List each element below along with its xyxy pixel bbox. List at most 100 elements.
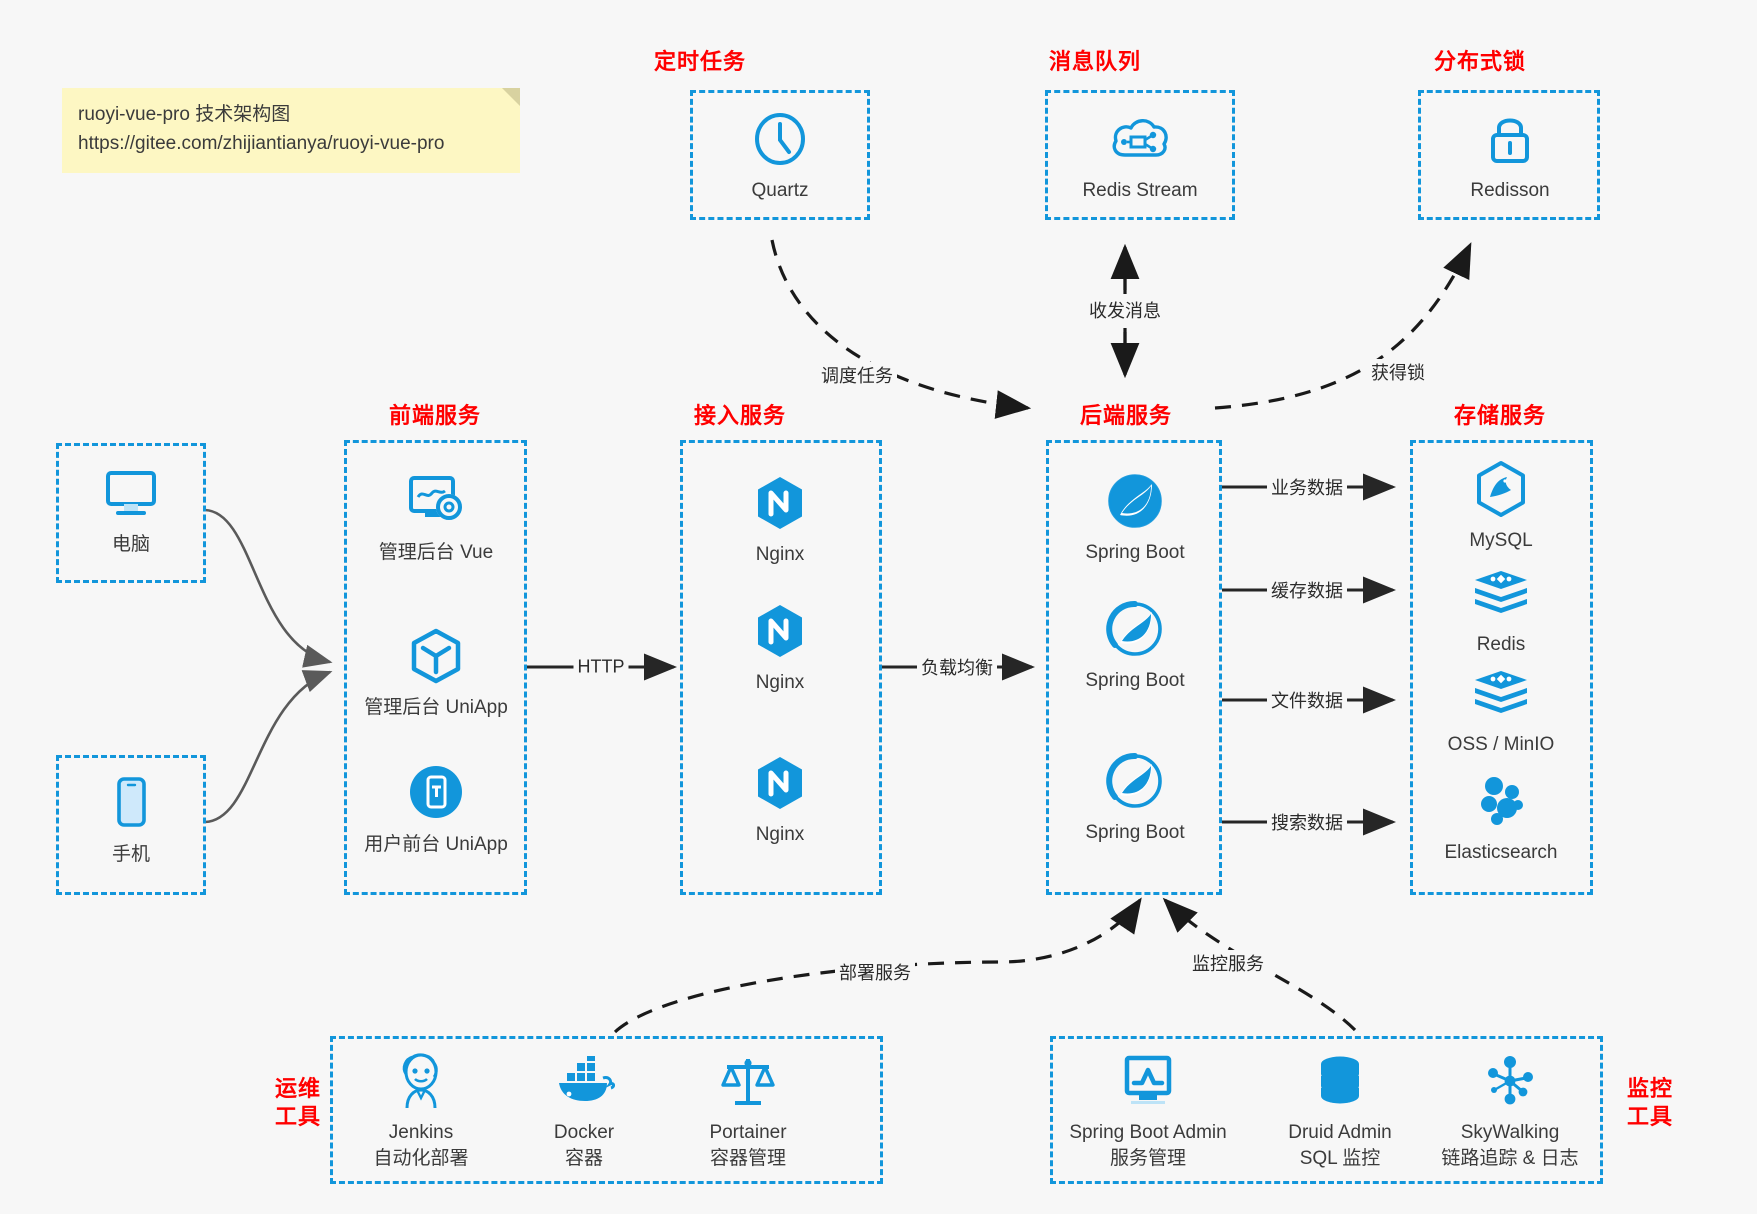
group-box-devops [330,1036,883,1184]
node-label: Redis [1476,634,1526,655]
node-label: Spring Boot [1085,670,1185,691]
group-box-storage [1410,440,1593,895]
edge-label-schedule-task: 调度任务 [817,362,897,388]
edge-label-http: HTTP [573,656,629,678]
nginx-icon [753,472,807,534]
group-title-frontend: 前端服务 [388,403,481,428]
diagram-note: ruoyi-vue-pro 技术架构图 https://gitee.com/zh… [62,88,520,173]
monitor-icon [102,462,160,524]
edge-label-cache-data: 缓存数据 [1267,577,1347,603]
node-label: Spring Boot [1085,822,1185,843]
monitor-chart-icon [1119,1050,1177,1112]
cube-icon [408,625,464,687]
portainer-icon [719,1050,777,1112]
edge-label-acquire-lock: 获得锁 [1367,359,1429,385]
skywalking-icon [1482,1050,1538,1112]
group-box-monitor [1050,1036,1603,1184]
group-box-scheduled [690,90,870,220]
node-label: OSS / MinIO [1447,734,1555,755]
group-box-client-mobile [56,755,206,895]
edge-label-load-balance: 负载均衡 [917,654,997,680]
node-spring-boot-admin[interactable]: Spring Boot Admin 服务管理 [1068,1050,1228,1171]
database-icon [1314,1050,1366,1112]
phone-icon [111,772,151,834]
node-sublabel: 链路追踪 & 日志 [1441,1147,1579,1169]
node-mobile[interactable]: 手机 [51,772,211,868]
clock-icon [752,108,808,170]
group-title-storage: 存储服务 [1453,403,1546,428]
node-portainer[interactable]: Portainer 容器管理 [668,1050,828,1171]
node-label: 手机 [111,844,150,865]
node-elasticsearch[interactable]: Elasticsearch [1421,770,1581,866]
edge-label-mq-send-receive: 收发消息 [1085,297,1165,323]
node-admin-uniapp[interactable]: 管理后台 UniApp [356,625,516,721]
node-pc[interactable]: 电脑 [51,462,211,558]
nginx-icon [753,600,807,662]
group-box-backend [1046,440,1222,895]
node-label: Druid Admin [1288,1122,1392,1143]
node-sublabel: 容器管理 [709,1147,786,1169]
spring-boot-icon [1106,470,1164,532]
node-label: 管理后台 UniApp [364,697,508,718]
group-title-devops-line2: 工具 [274,1103,321,1129]
edge-label-search-data: 搜索数据 [1267,809,1347,835]
node-docker[interactable]: Docker 容器 [504,1050,664,1171]
redis-icon [1471,562,1531,624]
jenkins-icon [393,1050,449,1112]
nginx-icon [753,752,807,814]
node-quartz[interactable]: Quartz [700,108,860,204]
edge-label-monitor-service: 监控服务 [1188,950,1268,976]
edge-label-business-data: 业务数据 [1267,474,1347,500]
node-nginx-1[interactable]: Nginx [700,472,860,568]
node-redis-stream[interactable]: Redis Stream [1060,108,1220,204]
group-box-lock [1418,90,1600,220]
elasticsearch-icon [1472,770,1530,832]
node-label: Spring Boot Admin [1069,1122,1227,1143]
note-line-title: ruoyi-vue-pro 技术架构图 [78,104,291,125]
node-label: Portainer [709,1122,787,1143]
node-nginx-2[interactable]: Nginx [700,600,860,696]
group-title-monitor-line1: 监控 [1626,1076,1673,1101]
node-label: 管理后台 Vue [378,542,494,563]
node-redisson[interactable]: Redisson [1430,108,1590,204]
node-jenkins[interactable]: Jenkins 自动化部署 [341,1050,501,1171]
mobile-app-icon [408,762,464,824]
oss-icon [1471,662,1531,724]
node-sublabel: SQL 监控 [1299,1147,1381,1169]
node-label: Spring Boot [1085,542,1185,563]
node-label: Nginx [755,824,805,845]
node-spring-boot-2[interactable]: Spring Boot [1055,598,1215,694]
node-label: SkyWalking [1460,1122,1560,1143]
group-box-mq [1045,90,1235,220]
docker-icon [553,1050,615,1112]
node-nginx-3[interactable]: Nginx [700,752,860,848]
group-title-monitor: 监控 工具 [1610,1075,1690,1130]
node-label: 电脑 [111,534,150,555]
node-admin-vue[interactable]: 管理后台 Vue [356,470,516,566]
edge-label-deploy-service: 部署服务 [835,959,915,985]
node-spring-boot-3[interactable]: Spring Boot [1055,750,1215,846]
group-title-devops-line1: 运维 [274,1076,321,1101]
node-redis[interactable]: Redis [1421,562,1581,658]
node-sublabel: 服务管理 [1109,1147,1186,1169]
node-label: 用户前台 UniApp [364,834,508,855]
node-mysql[interactable]: MySQL [1421,458,1581,554]
node-label: Docker [553,1122,615,1143]
mysql-icon [1474,458,1528,520]
node-label: Nginx [755,672,805,693]
node-spring-boot-1[interactable]: Spring Boot [1055,470,1215,566]
node-user-uniapp[interactable]: 用户前台 UniApp [356,762,516,858]
group-title-backend: 后端服务 [1079,403,1172,428]
node-skywalking[interactable]: SkyWalking 链路追踪 & 日志 [1430,1050,1590,1171]
group-box-client-pc [56,443,206,583]
group-title-monitor-line2: 工具 [1626,1103,1673,1129]
group-box-frontend [344,440,527,895]
node-druid-admin[interactable]: Druid Admin SQL 监控 [1260,1050,1420,1171]
node-label: Nginx [755,544,805,565]
node-label: Quartz [751,180,809,201]
node-oss-minio[interactable]: OSS / MinIO [1421,662,1581,758]
note-line-url: https://gitee.com/zhijiantianya/ruoyi-vu… [78,133,445,155]
cloud-stream-icon [1109,108,1171,170]
node-sublabel: 自动化部署 [373,1147,469,1169]
dashboard-gear-icon [405,470,467,532]
